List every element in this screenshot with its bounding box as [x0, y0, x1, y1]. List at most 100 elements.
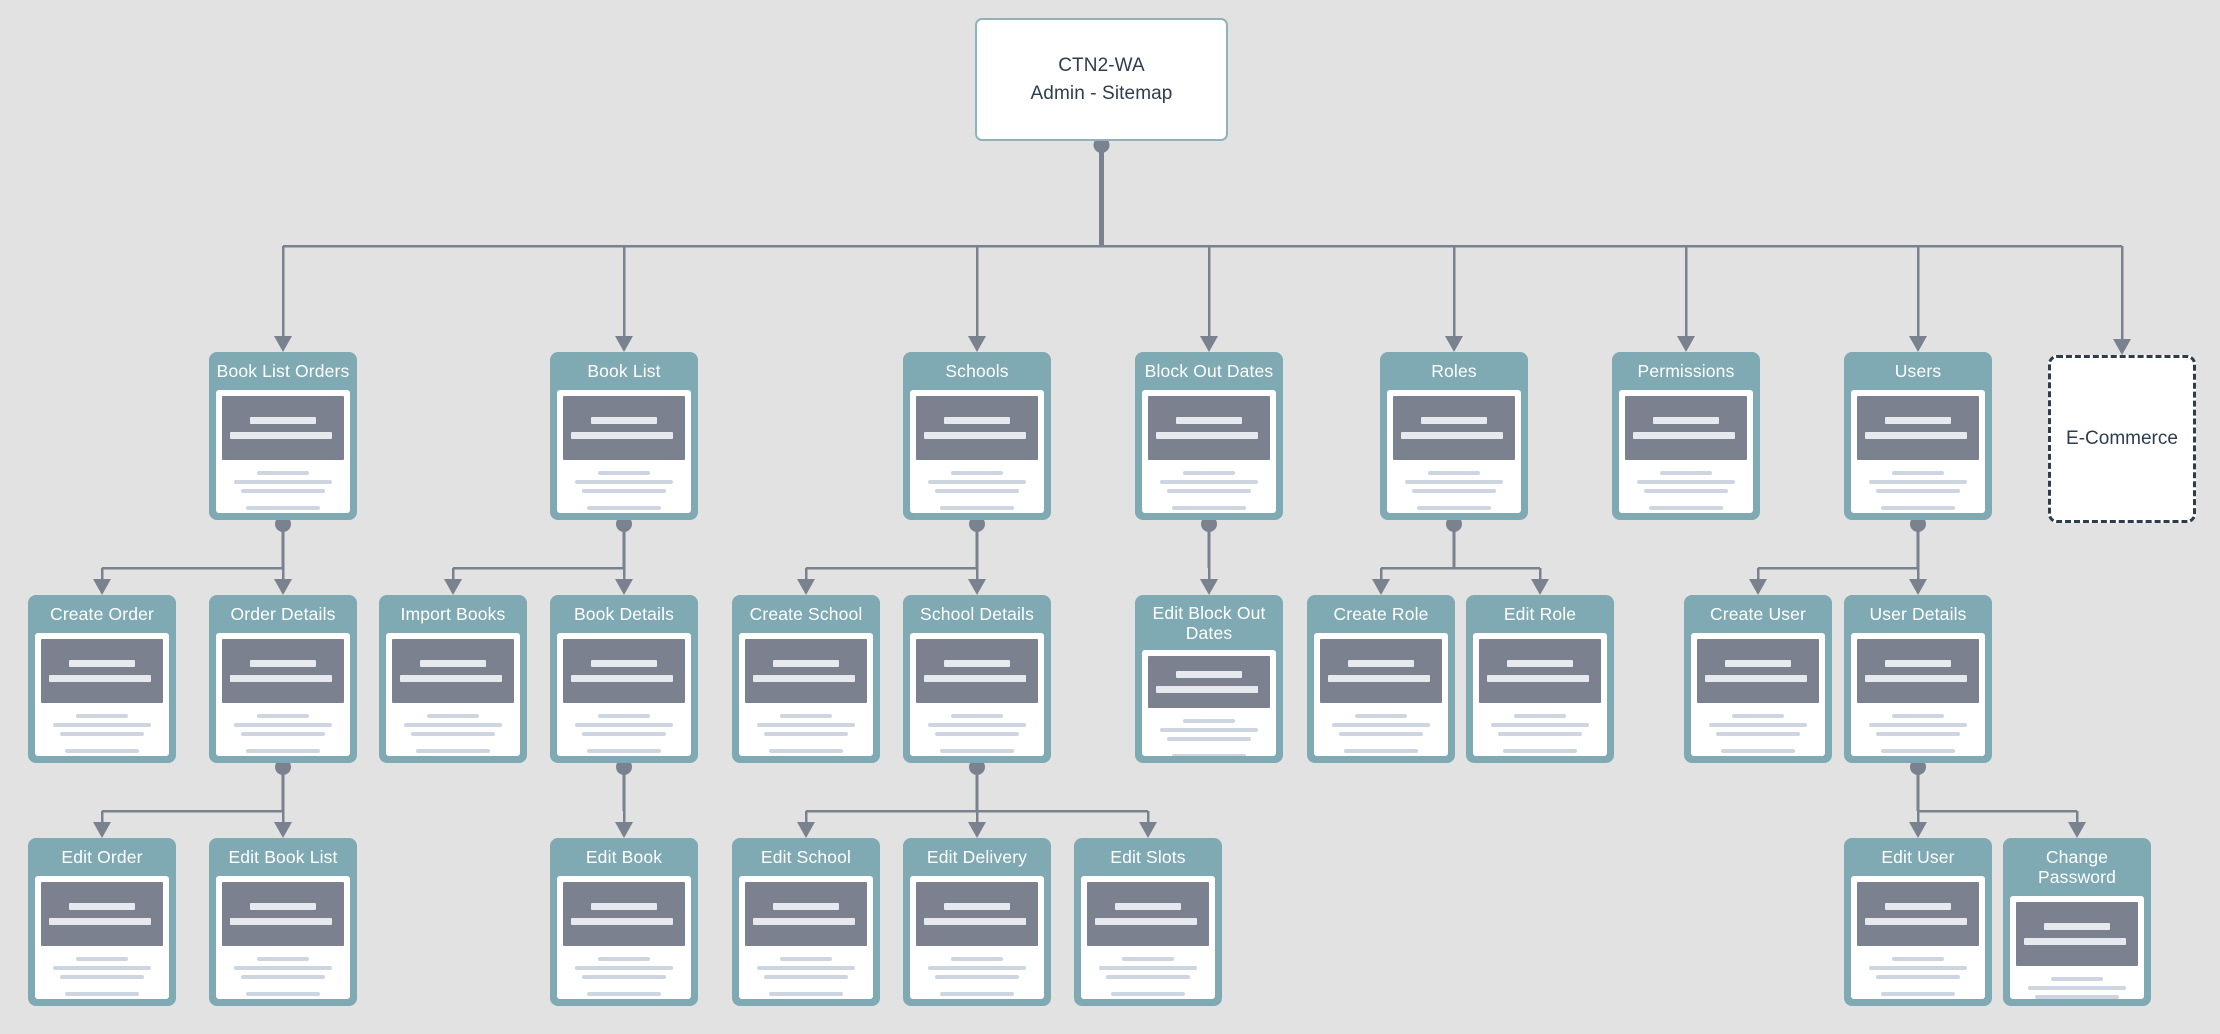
preview-text-line: [764, 975, 848, 980]
preview-text-line: [1716, 732, 1800, 737]
preview-text-line: [1490, 723, 1590, 728]
preview-text-line: [1488, 741, 1592, 749]
preview-text-lines: [916, 946, 1038, 999]
preview-hero-block: [41, 882, 163, 947]
node-preview: [910, 390, 1044, 513]
sitemap-node-school-details[interactable]: School Details: [903, 595, 1051, 763]
preview-text-line: [935, 732, 1019, 737]
preview-hero-block: [563, 882, 685, 947]
preview-hero-bar: [230, 675, 332, 683]
sitemap-node-edit-book-list[interactable]: Edit Book List: [209, 838, 357, 1006]
node-title: Edit Book List: [228, 847, 338, 867]
preview-text-line: [574, 966, 674, 971]
preview-hero-bar: [772, 903, 840, 911]
sitemap-node-edit-school[interactable]: Edit School: [732, 838, 880, 1006]
preview-hero-bar: [1884, 903, 1952, 911]
preview-hero-block: [1148, 396, 1270, 461]
preview-text-line: [1355, 714, 1407, 719]
sitemap-node-edit-block-out[interactable]: Edit Block Out Dates: [1135, 595, 1283, 763]
sitemap-node-create-school[interactable]: Create School: [732, 595, 880, 763]
node-title: Book List: [587, 361, 661, 381]
preview-text-line: [1732, 714, 1784, 719]
sitemap-node-book-details[interactable]: Book Details: [550, 595, 698, 763]
preview-text-line: [241, 732, 325, 737]
preview-hero-bar: [249, 660, 317, 668]
preview-text-line: [1343, 749, 1419, 754]
node-title: Create Order: [50, 604, 154, 624]
node-title: Edit Delivery: [926, 847, 1028, 867]
sitemap-node-import-books[interactable]: Import Books: [379, 595, 527, 763]
sitemap-node-order-details[interactable]: Order Details: [209, 595, 357, 763]
sitemap-node-block-out-dates[interactable]: Block Out Dates: [1135, 352, 1283, 520]
sitemap-node-edit-delivery[interactable]: Edit Delivery: [903, 838, 1051, 1006]
preview-text-line: [1412, 489, 1496, 494]
preview-text-lines: [1393, 460, 1515, 513]
sitemap-node-create-user[interactable]: Create User: [1684, 595, 1832, 763]
sitemap-node-edit-user[interactable]: Edit User: [1844, 838, 1992, 1006]
preview-text-line: [1880, 506, 1956, 511]
preview-hero-bar: [571, 675, 673, 683]
preview-text-line: [572, 741, 676, 749]
sitemap-node-edit-order[interactable]: Edit Order: [28, 838, 176, 1006]
preview-text-line: [1648, 506, 1724, 511]
preview-hero-bar: [49, 675, 151, 683]
preview-text-lines: [563, 703, 685, 756]
sitemap-node-book-list-orders[interactable]: Book List Orders: [209, 352, 357, 520]
node-title: Roles: [1431, 361, 1477, 381]
preview-text-line: [768, 992, 844, 997]
preview-hero-bar: [772, 660, 840, 668]
preview-text-line: [245, 506, 321, 511]
preview-text-line: [233, 966, 333, 971]
preview-text-line: [574, 480, 674, 485]
preview-text-line: [233, 723, 333, 728]
preview-hero-bar: [590, 903, 658, 911]
sitemap-node-edit-role[interactable]: Edit Role: [1466, 595, 1614, 763]
preview-hero-block: [916, 882, 1038, 947]
preview-hero-bar: [249, 903, 317, 911]
preview-text-line: [60, 975, 144, 980]
node-title: E-Commerce: [2066, 428, 2178, 449]
preview-text-line: [1159, 480, 1259, 485]
preview-hero-block: [563, 396, 685, 461]
preview-text-line: [1634, 498, 1738, 506]
preview-text-lines: [563, 946, 685, 999]
sitemap-node-edit-slots[interactable]: Edit Slots: [1074, 838, 1222, 1006]
sitemap-node-permissions[interactable]: Permissions: [1612, 352, 1760, 520]
preview-text-lines: [916, 703, 1038, 756]
sitemap-node-roles[interactable]: Roles: [1380, 352, 1528, 520]
preview-text-line: [1183, 719, 1235, 724]
sitemap-node-book-list[interactable]: Book List: [550, 352, 698, 520]
sitemap-node-change-password[interactable]: Change Password: [2003, 838, 2151, 1006]
node-title: Users: [1894, 361, 1942, 381]
sitemap-node-schools[interactable]: Schools: [903, 352, 1051, 520]
preview-text-line: [1096, 984, 1200, 992]
preview-text-line: [1502, 749, 1578, 754]
preview-text-line: [50, 984, 154, 992]
sitemap-node-create-order[interactable]: Create Order: [28, 595, 176, 763]
preview-hero-bar: [1865, 675, 1967, 683]
preview-text-line: [1720, 749, 1796, 754]
preview-text-line: [1876, 975, 1960, 980]
preview-text-line: [1402, 498, 1506, 506]
node-preview: [1619, 390, 1753, 513]
preview-text-line: [1404, 480, 1504, 485]
preview-text-lines: [1148, 460, 1270, 513]
sitemap-node-e-commerce[interactable]: E-Commerce: [2048, 355, 2196, 523]
preview-text-line: [582, 732, 666, 737]
preview-hero-bar: [1328, 675, 1430, 683]
preview-text-line: [939, 506, 1015, 511]
sitemap-node-edit-book[interactable]: Edit Book: [550, 838, 698, 1006]
preview-text-line: [574, 723, 674, 728]
preview-text-line: [1122, 957, 1174, 962]
preview-hero-block: [916, 396, 1038, 461]
sitemap-node-create-role[interactable]: Create Role: [1307, 595, 1455, 763]
node-preview: [1473, 633, 1607, 756]
node-title: User Details: [1869, 604, 1967, 624]
sitemap-node-user-details[interactable]: User Details: [1844, 595, 1992, 763]
sitemap-node-users[interactable]: Users: [1844, 352, 1992, 520]
preview-hero-bar: [753, 675, 855, 683]
preview-text-line: [1098, 966, 1198, 971]
preview-text-line: [411, 732, 495, 737]
preview-text-line: [1514, 714, 1566, 719]
